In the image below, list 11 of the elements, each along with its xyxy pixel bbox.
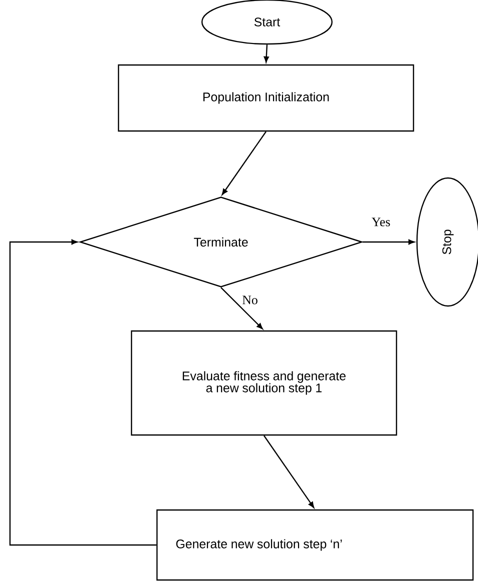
edge-label: No xyxy=(241,294,259,306)
process-box: Evaluate fitness and generate a new solution step 1 xyxy=(130,330,398,436)
process-box: Population Initialization xyxy=(118,64,414,132)
edge-label: Yes xyxy=(370,216,392,228)
arrow xyxy=(220,287,263,330)
arrow xyxy=(9,239,156,546)
arrow xyxy=(362,239,415,245)
arrow xyxy=(264,44,269,63)
process-box: Generate new solution step ‘n’ xyxy=(156,509,474,581)
arrow xyxy=(264,435,314,508)
arrow xyxy=(222,131,266,195)
